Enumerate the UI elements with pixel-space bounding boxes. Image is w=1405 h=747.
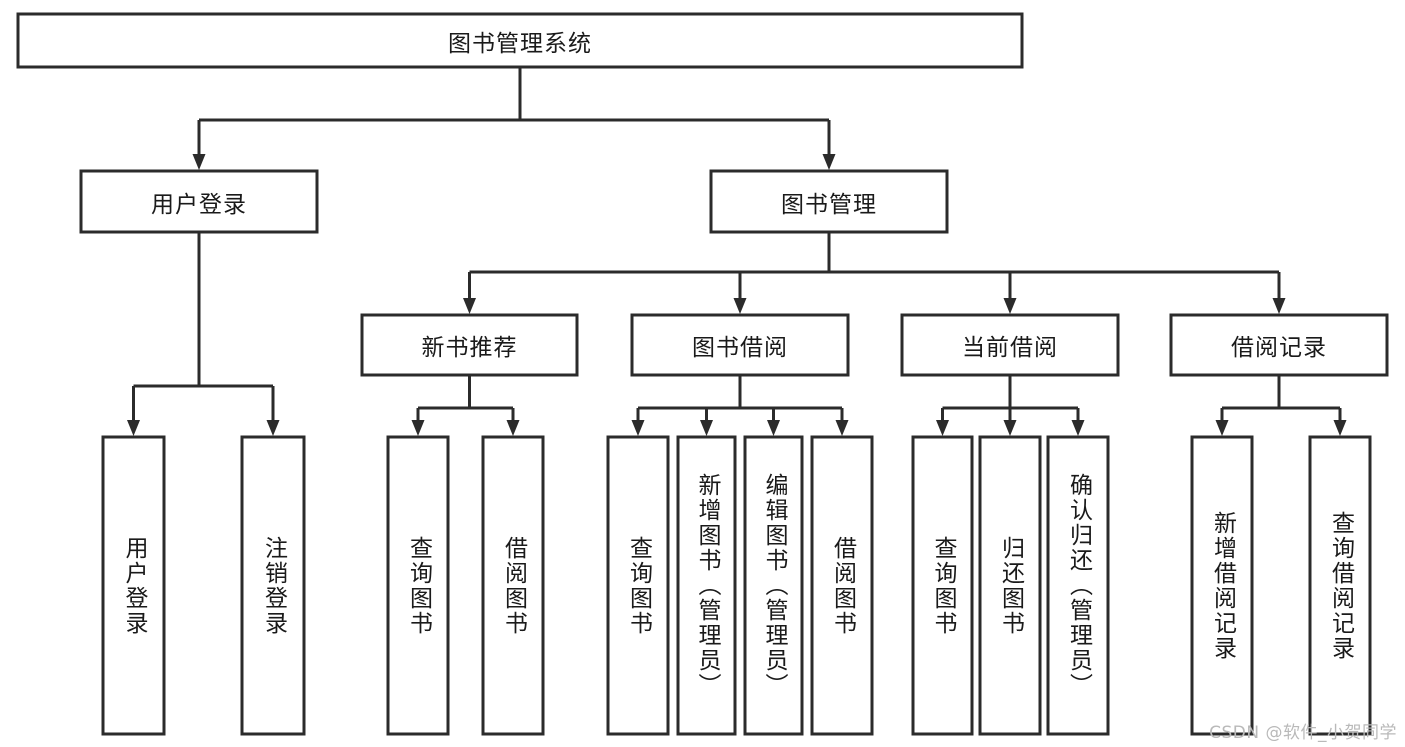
node-box-book-manage[interactable] (709, 169, 949, 234)
arrowhead-new-book-rec-to-leaf-borrow-book-rec (506, 420, 520, 436)
arrowhead-user-login-to-leaf-user-login (127, 420, 140, 436)
node-box-leaf-borrow-book[interactable] (810, 435, 874, 736)
arrowhead-current-borrow-to-leaf-confirm-return (1071, 420, 1085, 436)
node-box-leaf-edit-book[interactable] (743, 435, 804, 736)
arrowhead-book-manage-to-new-book-rec (463, 298, 476, 314)
arrowhead-book-manage-to-book-borrow (733, 298, 747, 314)
node-box-leaf-return-book[interactable] (978, 435, 1042, 736)
node-box-leaf-user-login[interactable] (101, 435, 166, 736)
arrowhead-book-borrow-to-leaf-add-book (700, 420, 713, 436)
node-box-leaf-query-book-current[interactable] (911, 435, 974, 736)
arrowhead-current-borrow-to-leaf-query-book-current (936, 420, 949, 436)
node-box-leaf-add-record[interactable] (1190, 435, 1254, 736)
arrowhead-borrow-record-to-leaf-add-record (1215, 420, 1229, 436)
node-box-borrow-record[interactable] (1169, 313, 1389, 377)
node-box-leaf-query-book-rec[interactable] (386, 435, 450, 736)
node-box-leaf-borrow-book-rec[interactable] (481, 435, 545, 736)
node-box-root[interactable] (16, 12, 1024, 69)
node-box-user-login[interactable] (79, 169, 319, 234)
arrowhead-current-borrow-to-leaf-return-book (1003, 420, 1017, 436)
arrowhead-book-borrow-to-leaf-query-book-borrow (631, 420, 645, 436)
node-box-leaf-confirm-return[interactable] (1046, 435, 1110, 736)
arrowhead-user-login-to-leaf-logout (266, 420, 280, 436)
node-box-leaf-query-book-borrow[interactable] (606, 435, 670, 736)
arrowhead-book-manage-to-current-borrow (1003, 298, 1017, 314)
node-box-leaf-add-book[interactable] (676, 435, 737, 736)
node-box-book-borrow[interactable] (630, 313, 850, 377)
arrowhead-book-borrow-to-leaf-borrow-book (835, 420, 849, 436)
arrowhead-root-to-user-login (192, 154, 206, 170)
arrowhead-root-to-book-manage (822, 154, 836, 170)
arrowhead-borrow-record-to-leaf-query-record (1333, 420, 1347, 436)
node-box-leaf-logout[interactable] (240, 435, 306, 736)
arrowhead-book-manage-to-borrow-record (1272, 298, 1286, 314)
node-box-current-borrow[interactable] (900, 313, 1120, 377)
arrowhead-new-book-rec-to-leaf-query-book-rec (411, 420, 425, 436)
arrowhead-book-borrow-to-leaf-edit-book (767, 420, 780, 436)
node-box-new-book-rec[interactable] (360, 313, 579, 377)
node-box-leaf-query-record[interactable] (1308, 435, 1372, 736)
watermark-label: CSDN @软件_小贺同学 (1209, 723, 1397, 743)
